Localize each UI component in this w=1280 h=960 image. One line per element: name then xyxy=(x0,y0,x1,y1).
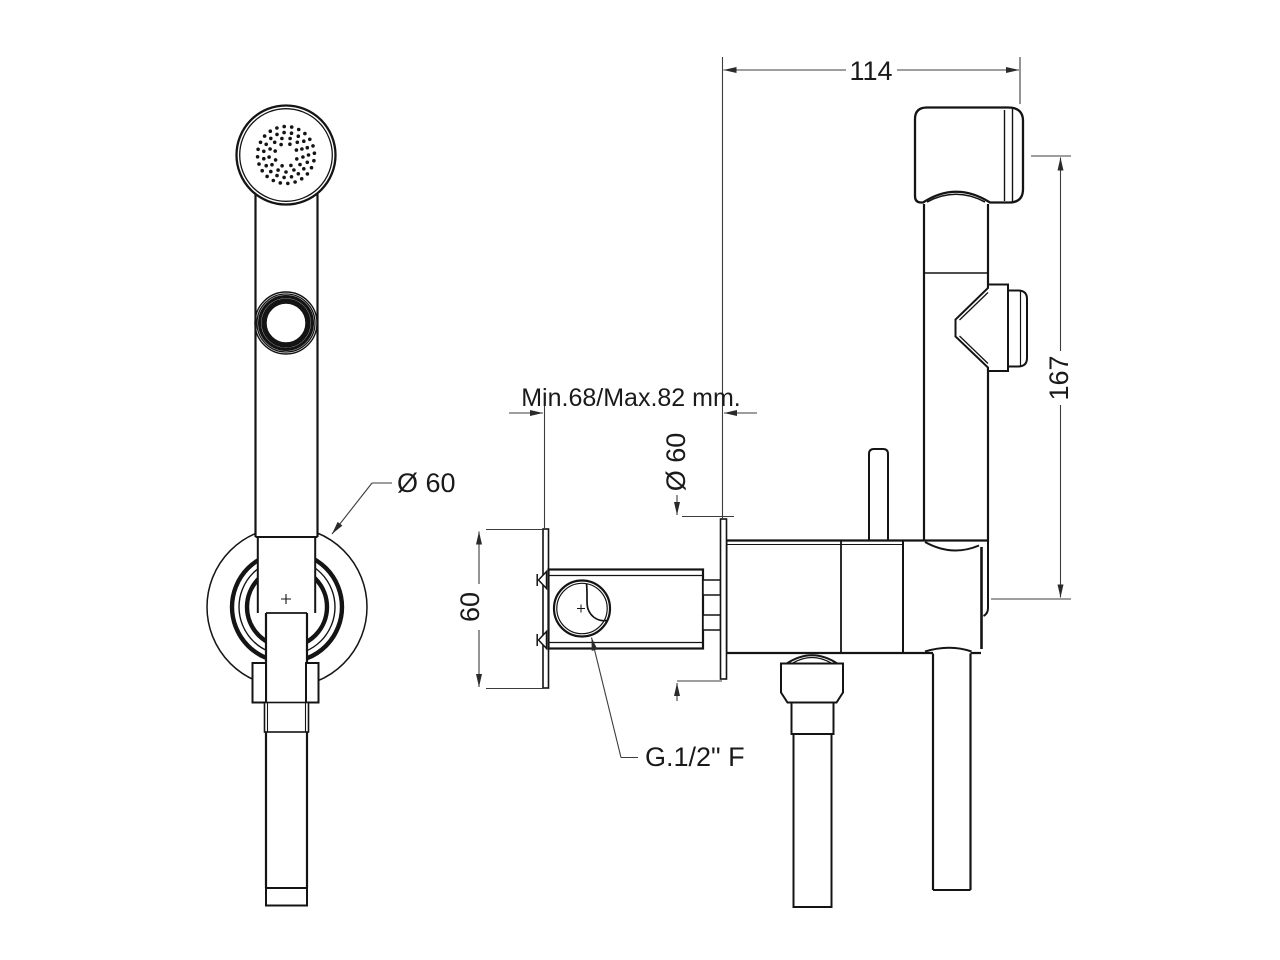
hose-tube xyxy=(792,733,833,908)
handle-end-cap xyxy=(265,887,308,907)
pipe-stub-top xyxy=(702,579,722,596)
dim-height-label: 167 xyxy=(1044,355,1074,400)
thread-size-label: G.1/2" F xyxy=(645,742,745,772)
spray-holes xyxy=(255,124,317,186)
holder-diameter-label: Ø 60 xyxy=(397,468,456,498)
plate-diameter-label: Ø 60 xyxy=(661,433,691,492)
lever-handle xyxy=(868,448,889,548)
mixer-body-side xyxy=(725,539,989,655)
dim-width-label: 114 xyxy=(849,56,892,86)
fixing-screw-bottom xyxy=(536,629,548,651)
dim-plate-diameter-60: Ø 60 xyxy=(661,433,734,701)
holder-center-mark xyxy=(281,594,291,604)
dim-wall-depth-label: Min.68/Max.82 mm. xyxy=(521,384,741,412)
dim-width-114: 114 xyxy=(723,56,1019,86)
hose-nut xyxy=(780,662,844,704)
fixing-screw-top xyxy=(536,569,548,591)
neck-collar xyxy=(926,193,986,203)
holder-clamp xyxy=(251,662,320,733)
pipe-stub-bottom xyxy=(702,614,722,631)
hose-adapter xyxy=(790,701,835,735)
plate-height-label: 60 xyxy=(455,592,485,622)
handle-front xyxy=(254,194,319,614)
dim-height-167: 167 xyxy=(991,155,1074,600)
holder-saddle-bottom xyxy=(924,646,972,653)
dim-thread: G.1/2" F xyxy=(590,637,745,772)
dim-wall-depth: Min.68/Max.82 mm. xyxy=(509,384,757,529)
outlet-hose xyxy=(780,654,844,908)
front-view-handshower: Ø 60 xyxy=(206,104,456,907)
handshower-lower-side xyxy=(924,646,972,891)
spray-head xyxy=(235,104,337,206)
dimension-annotations: 114 167 Min.68/Max.82 mm. 60 xyxy=(455,56,1074,772)
inlet-port xyxy=(552,579,612,638)
wall-plate xyxy=(719,518,728,680)
side-view-assembly xyxy=(719,106,1028,908)
push-button-side xyxy=(954,283,1028,372)
dim-plate-height-60: 60 xyxy=(455,528,543,690)
push-button-front xyxy=(254,291,318,355)
handle-lower-front xyxy=(264,612,309,889)
dim-holder-diameter: Ø 60 xyxy=(331,468,456,535)
section-view-mixer xyxy=(536,528,722,689)
holder-saddle-top xyxy=(924,541,980,552)
handshower-handle-side xyxy=(922,196,990,544)
shower-head-side xyxy=(913,106,1025,204)
